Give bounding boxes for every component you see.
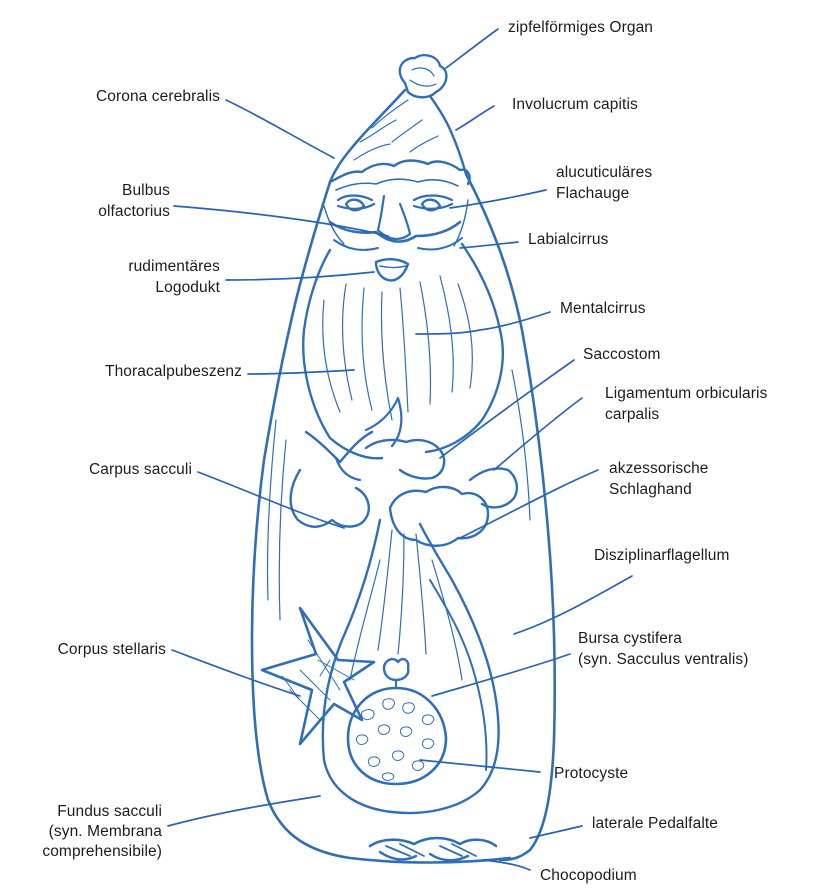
leader-saccostom xyxy=(440,360,574,458)
label-fundus-sacculi: Fundus sacculi xyxy=(0,802,162,822)
label-syn-membrana: (syn. Membrana xyxy=(0,822,162,842)
label-corona-cerebralis: Corona cerebralis xyxy=(62,87,220,107)
hat xyxy=(330,90,470,190)
feet xyxy=(370,838,496,860)
leader-fundus xyxy=(168,796,320,826)
leader-labialcirrus xyxy=(460,242,518,248)
label-flachauge: Flachauge xyxy=(556,184,629,204)
label-bursa-cystifera: Bursa cystifera xyxy=(578,629,682,649)
label-laterale-pedalfalte: laterale Pedalfalte xyxy=(592,814,718,834)
label-disziplinarflagellum: Disziplinarflagellum xyxy=(594,546,730,566)
leader-bursa xyxy=(432,654,570,696)
leader-alucut xyxy=(450,190,546,208)
label-carpus-sacculi: Carpus sacculi xyxy=(40,460,192,480)
label-protocyste: Protocyste xyxy=(554,764,628,784)
label-corpus-stellaris: Corpus stellaris xyxy=(10,640,166,660)
ornament-ball xyxy=(348,659,446,784)
label-mentalcirrus: Mentalcirrus xyxy=(560,299,646,319)
label-zipfelfoermiges-organ: zipfelförmiges Organ xyxy=(508,18,653,38)
label-olfactorius: olfactorius xyxy=(60,202,170,222)
sack xyxy=(323,520,499,813)
leader-disziplin xyxy=(514,576,632,634)
leader-pedalfalte xyxy=(530,826,582,838)
leader-mentalcirrus xyxy=(416,312,550,334)
leader-corpus xyxy=(172,650,300,696)
leader-rudiment xyxy=(226,272,374,280)
face xyxy=(324,196,468,281)
label-alucuticulaeres: alucuticuläres xyxy=(556,163,652,183)
label-schlaghand: Schlaghand xyxy=(609,480,692,500)
label-thoracalpubeszenz: Thoracalpubeszenz xyxy=(20,362,242,382)
pompom xyxy=(400,55,447,97)
label-carpalis: carpalis xyxy=(605,405,659,425)
label-ligamentum-orbicularis: Ligamentum orbicularis xyxy=(605,384,767,404)
label-comprehensibile: comprehensibile) xyxy=(0,842,162,862)
star xyxy=(262,608,374,744)
label-rudimentaeres: rudimentäres xyxy=(80,257,220,277)
leader-thoracal xyxy=(248,370,354,374)
arms-hands xyxy=(291,432,517,546)
leader-corona xyxy=(226,100,334,158)
leader-chocopodium xyxy=(484,860,530,870)
label-chocopodium: Chocopodium xyxy=(540,866,637,886)
label-labialcirrus: Labialcirrus xyxy=(528,230,608,250)
leader-involucrum xyxy=(456,106,494,130)
leader-lines xyxy=(168,29,632,870)
label-bulbus: Bulbus xyxy=(60,181,170,201)
label-syn-sacculus: (syn. Sacculus ventralis) xyxy=(578,650,748,670)
santa-figure xyxy=(252,55,555,862)
label-saccostom: Saccostom xyxy=(583,345,661,365)
label-involucrum-capitis: Involucrum capitis xyxy=(512,95,638,115)
label-akzessorische: akzessorische xyxy=(609,459,709,479)
leader-zipfel xyxy=(446,29,498,68)
label-logodukt: Logodukt xyxy=(80,278,220,298)
